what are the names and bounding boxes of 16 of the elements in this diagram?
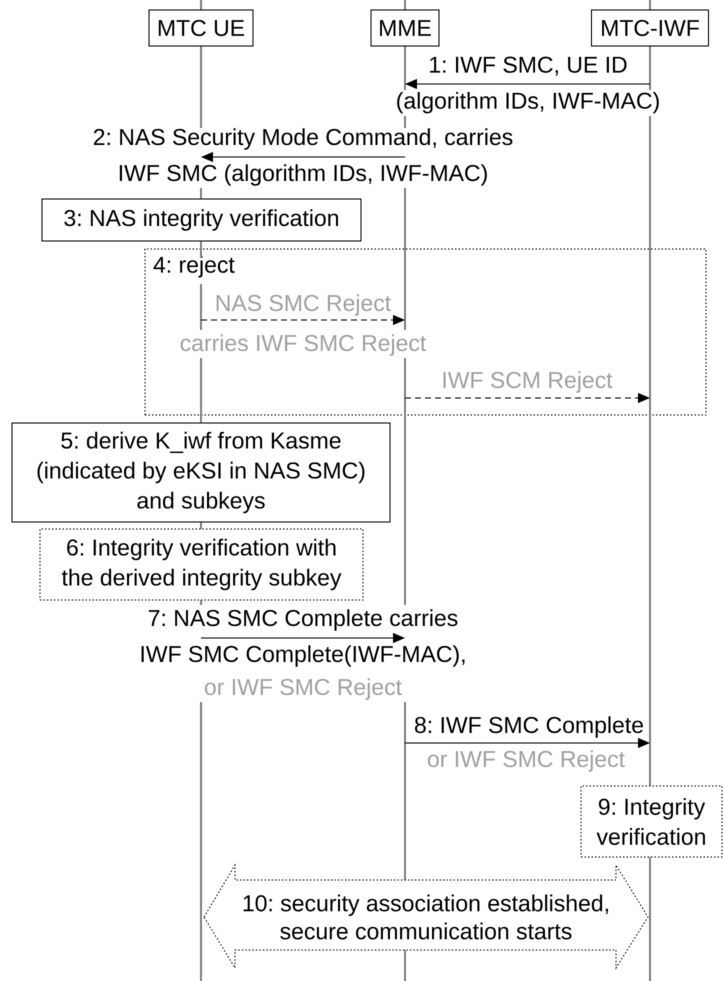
edge-label: 7: NAS SMC Complete carries IWF SMC Complete(IWF-MAC), <box>142 609 464 667</box>
node-label: 10: security association established, secure communication starts <box>244 894 608 940</box>
message-note: or IWF SMC Reject <box>204 678 402 700</box>
process-box: 9: Integrity verification <box>580 786 722 858</box>
process-box: 3: NAS integrity verification <box>42 198 362 242</box>
process-box: 6: Integrity verification with the derived integrity subkey <box>40 528 364 600</box>
lifeline-header: MTC-IWF <box>591 10 709 46</box>
edge-label: 1: IWF SMC, UE ID (algorithm IDs, IWF-MAC) <box>397 56 659 114</box>
edge-label: IWF SCM Reject <box>444 371 612 393</box>
lifeline-header: MME <box>370 10 440 46</box>
edge-label: 8: IWF SMC Complete <box>414 716 643 738</box>
message-note: or IWF SMC Reject <box>428 750 625 772</box>
edge-label: NAS SMC Reject carries IWF SMC Reject <box>180 294 426 356</box>
edge-label: 2: NAS Security Mode Command, carries IWF SMC (algorithm IDs, IWF-MAC) <box>94 128 512 186</box>
process-box: 5: derive K_iwf from Kasme (indicated by eKSI in NAS SMC) and subkeys <box>12 422 390 522</box>
lifeline-header: MTC UE <box>148 10 254 46</box>
